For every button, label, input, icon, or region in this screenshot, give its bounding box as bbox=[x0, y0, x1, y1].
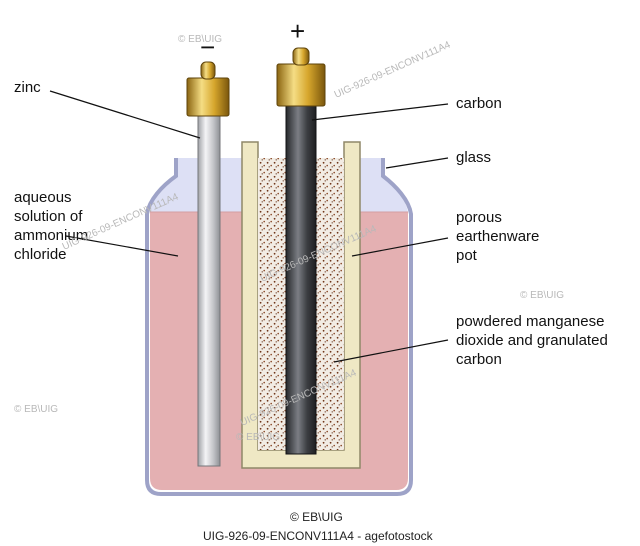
watermark-copyright: © EB\UIG bbox=[236, 432, 280, 443]
label-zinc: zinc bbox=[14, 79, 41, 96]
zinc-rod bbox=[197, 115, 221, 467]
watermark-copyright: © EB\UIG bbox=[178, 34, 222, 45]
leader-porous bbox=[351, 237, 449, 257]
leader-aqueous bbox=[65, 235, 179, 257]
label-porous-line1: porous bbox=[456, 209, 502, 226]
jar-glass-outline bbox=[145, 158, 413, 496]
leader-zinc bbox=[49, 90, 201, 139]
positive-terminal-sign: + bbox=[290, 16, 305, 46]
footer-credit: UIG-926-09-ENCONV111A4 - agefotostock bbox=[203, 529, 434, 543]
carbon-terminal-cap bbox=[276, 63, 326, 107]
leader-glass bbox=[385, 157, 449, 169]
watermark-copyright: © EB\UIG bbox=[14, 404, 58, 415]
carbon-electrode bbox=[276, 47, 326, 455]
label-glass: glass bbox=[456, 149, 491, 166]
carbon-rod bbox=[285, 103, 317, 455]
zinc-electrode bbox=[186, 61, 230, 467]
label-powdered-line2: dioxide and granulated bbox=[456, 332, 608, 349]
watermark-code: UIG-926-09-ENCONV111A4 bbox=[333, 39, 453, 100]
negative-terminal-sign: − bbox=[200, 32, 215, 62]
label-powdered-line3: carbon bbox=[456, 351, 502, 368]
zinc-terminal-cap bbox=[186, 77, 230, 117]
label-porous-line3: pot bbox=[456, 247, 478, 264]
label-aqueous-line3: ammonium bbox=[14, 227, 88, 244]
watermark-copyright: © EB\UIG bbox=[520, 290, 564, 301]
label-aqueous-line2: solution of bbox=[14, 208, 83, 225]
leader-carbon bbox=[311, 103, 449, 121]
label-powdered-line1: powdered manganese bbox=[456, 313, 604, 330]
label-carbon: carbon bbox=[456, 95, 502, 112]
label-aqueous-line4: chloride bbox=[14, 246, 67, 263]
label-porous-line2: earthenware bbox=[456, 228, 539, 245]
leader-powdered bbox=[333, 339, 449, 363]
zinc-terminal-stud bbox=[200, 61, 216, 80]
label-aqueous-line1: aqueous bbox=[14, 189, 72, 206]
footer-copyright: © EB\UIG bbox=[290, 510, 343, 524]
carbon-terminal-stud bbox=[292, 47, 310, 66]
